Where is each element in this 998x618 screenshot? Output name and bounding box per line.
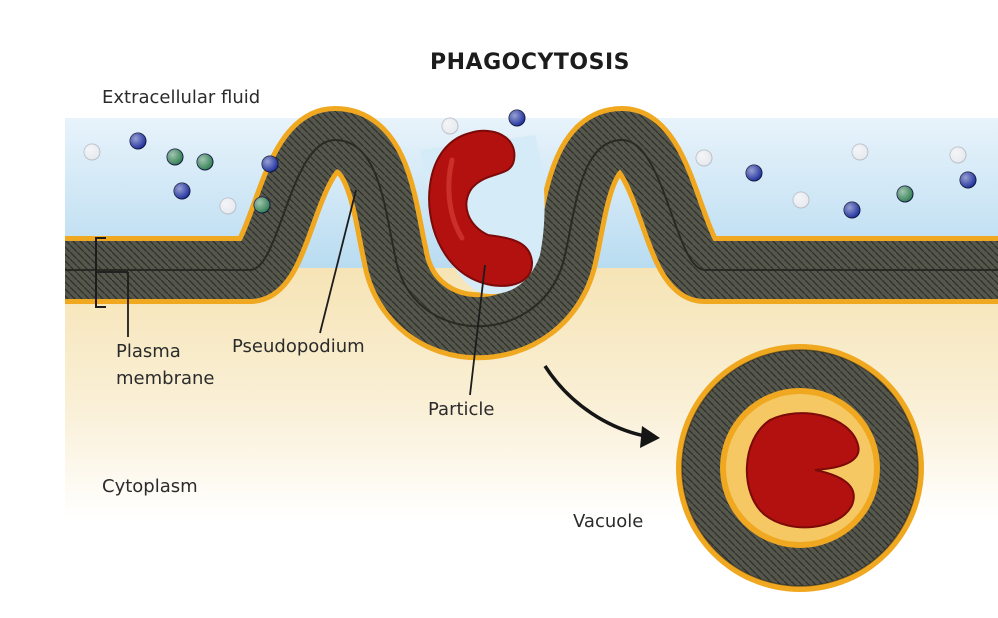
molecule-highlight — [950, 147, 966, 163]
molecule-highlight — [960, 172, 976, 188]
engulfment-arrow-head — [640, 426, 660, 448]
particle-highlight — [446, 157, 465, 241]
molecule-highlight — [167, 149, 183, 165]
molecule-highlight — [897, 186, 913, 202]
label-cytoplasm: Cytoplasm — [102, 476, 198, 497]
molecule-highlight — [254, 197, 270, 213]
molecule-highlight — [442, 118, 458, 134]
molecule-highlight — [793, 192, 809, 208]
engulfment-arrow — [543, 365, 651, 439]
pseudopodium-leader — [319, 189, 357, 334]
vacuole — [676, 344, 924, 592]
plasma-membrane-bracket — [95, 237, 106, 308]
molecule-highlight — [220, 198, 236, 214]
vacuole-particle — [745, 412, 860, 529]
molecule-highlight — [746, 165, 762, 181]
molecule-highlight — [262, 156, 278, 172]
label-pseudopodium: Pseudopodium — [232, 336, 365, 357]
diagram-title: PHAGOCYTOSIS — [430, 50, 630, 75]
molecule-highlight — [844, 202, 860, 218]
molecule-highlight — [84, 144, 100, 160]
label-vacuole: Vacuole — [573, 511, 644, 532]
particle-shape — [428, 129, 534, 287]
molecule-highlight — [696, 150, 712, 166]
label-particle: Particle — [428, 399, 495, 420]
extracellular-molecules — [83, 109, 977, 219]
label-plasma-line1: Plasma — [116, 341, 181, 362]
molecule-highlight — [174, 183, 190, 199]
molecule-highlight — [130, 133, 146, 149]
particle-leader — [469, 264, 486, 396]
molecule-highlight — [197, 154, 213, 170]
label-plasma-line2: membrane — [116, 368, 215, 389]
molecule-highlight — [509, 110, 525, 126]
molecule-highlight — [852, 144, 868, 160]
label-extracellular-fluid: Extracellular fluid — [102, 87, 261, 108]
